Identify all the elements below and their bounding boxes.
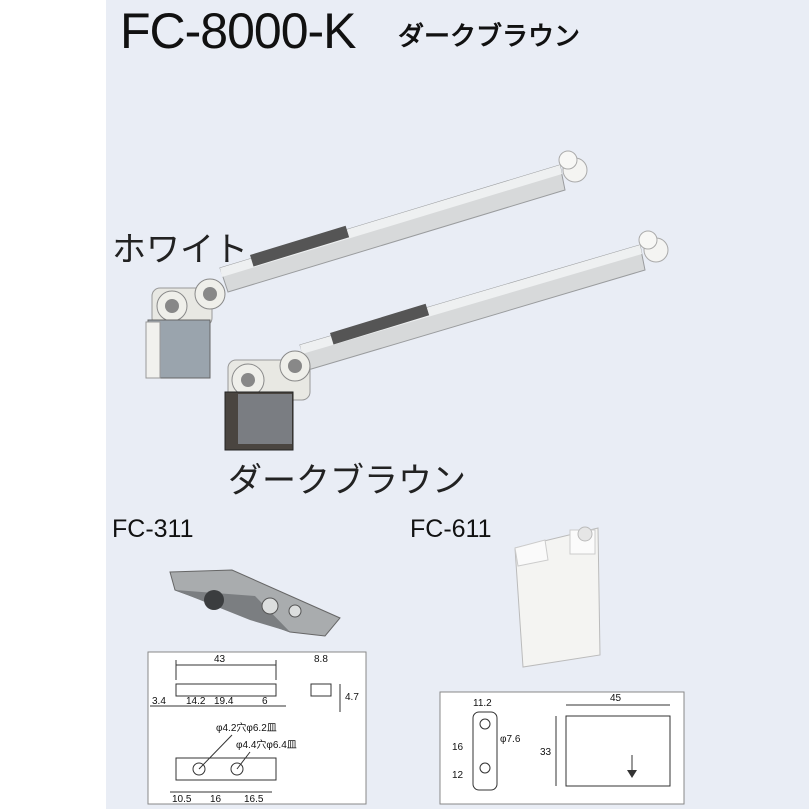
fc311-dim-width: 8.8 bbox=[314, 654, 328, 665]
fc311-bottom-3: 16.5 bbox=[244, 794, 264, 805]
fc611-drawing bbox=[439, 691, 685, 805]
fc311-drawing bbox=[147, 651, 367, 805]
fc311-illustration bbox=[169, 569, 341, 637]
rail-brown bbox=[224, 230, 669, 451]
fc611-dim-width: 45 bbox=[610, 693, 622, 704]
fc311-dim-3: 19.4 bbox=[214, 696, 234, 707]
product-title: FC-8000-K bbox=[120, 3, 357, 59]
brown-variant-label: ダークブラウン bbox=[228, 461, 466, 501]
fc611-dim-height: 33 bbox=[540, 747, 552, 758]
fc611-dim-dia: φ7.6 bbox=[500, 734, 521, 745]
fc611-dim-side2: 12 bbox=[452, 770, 464, 781]
white-variant-label: ホワイト bbox=[112, 230, 248, 270]
fc611-dim-top: 11.2 bbox=[473, 698, 492, 709]
rail-white bbox=[145, 150, 588, 379]
fc611-illustration bbox=[514, 526, 601, 668]
fc311-bottom-2: 16 bbox=[210, 794, 222, 805]
fc311-hole-1: φ4.2穴φ6.2皿 bbox=[216, 721, 277, 734]
fc311-dim-overall: 43 bbox=[214, 654, 226, 665]
fc311-dim-4: 6 bbox=[262, 696, 268, 707]
fc311-label: FC-311 bbox=[112, 515, 194, 543]
fc311-hole-2: φ4.4穴φ6.4皿 bbox=[236, 738, 297, 751]
product-subtitle: ダークブラウン bbox=[398, 22, 581, 52]
fc611-dim-side1: 16 bbox=[452, 742, 464, 753]
fc311-dim-1: 3.4 bbox=[152, 696, 166, 707]
fc311-dim-height: 4.7 bbox=[345, 692, 359, 703]
fc311-dim-2: 14.2 bbox=[186, 696, 206, 707]
fc311-bottom-1: 10.5 bbox=[172, 794, 192, 805]
fc611-label: FC-611 bbox=[410, 515, 492, 543]
